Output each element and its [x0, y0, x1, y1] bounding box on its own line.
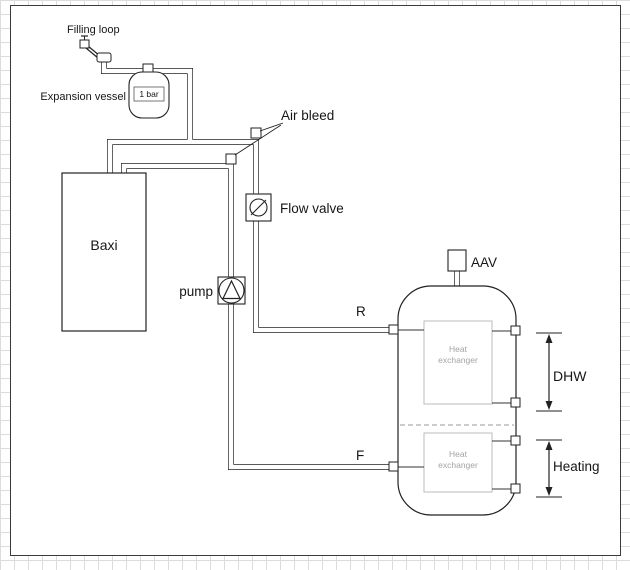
pipe-flow-core: [121, 163, 397, 470]
heating-annotation: Heating: [536, 439, 600, 498]
cylinder-internal-stubs: [398, 329, 513, 490]
pipe-return-core: [107, 139, 397, 333]
aav-label: AAV: [471, 255, 497, 270]
connection-dhw-top: [510, 325, 521, 336]
connection-heating-top: [510, 435, 521, 446]
aav-cap: [447, 249, 467, 272]
pump-label: pump: [179, 284, 213, 299]
heat-exchanger-lower: [423, 432, 493, 493]
connection-return: [388, 324, 399, 335]
dhw-arrowhead-down-icon: [545, 401, 553, 410]
expansion-vessel-nub: [142, 63, 154, 73]
pump-impeller-icon: [222, 279, 241, 300]
heat-exchanger-lower-label-1: Heat: [449, 449, 468, 459]
flow-valve-slash: [250, 199, 267, 216]
pressure-badge: [133, 86, 165, 102]
heat-exchanger-upper: [423, 320, 493, 405]
filling-loop-fitting: [96, 52, 112, 63]
air-bleed-vent-2: [225, 153, 237, 165]
cylinder-connections: [388, 324, 521, 494]
air-bleed-vent-1: [250, 127, 262, 139]
connection-flow: [388, 461, 399, 472]
flow-label: F: [356, 448, 364, 463]
heating-arrowhead-down-icon: [545, 487, 553, 496]
dhw-annotation: DHW: [536, 332, 587, 412]
filling-loop-label: Filling loop: [67, 24, 120, 36]
air-bleed-pointer-1: [259, 122, 284, 132]
boiler-body: [61, 172, 147, 332]
heat-exchanger-lower-label-2: exchanger: [438, 460, 478, 470]
heat-exchanger-upper-label-1: Heat: [449, 344, 468, 354]
filling-loop-hose-2: [85, 47, 99, 59]
air-bleed-assembly: Air bleed: [225, 108, 334, 165]
filling-loop-assembly: Filling loop: [67, 24, 120, 63]
heat-exchanger-upper-label-2: exchanger: [438, 355, 478, 365]
filling-loop-tap: [79, 39, 90, 49]
connection-heating-bottom: [510, 483, 521, 494]
dhw-label: DHW: [553, 368, 587, 384]
heating-arrowhead-up-icon: [545, 441, 553, 450]
flow-valve-assembly: Flow valve: [245, 193, 344, 222]
flow-valve-label: Flow valve: [280, 201, 344, 216]
boiler: Baxi: [61, 172, 147, 332]
heating-label: Heating: [553, 459, 600, 474]
boiler-label: Baxi: [90, 237, 117, 253]
dhw-arrowhead-up-icon: [545, 334, 553, 343]
expansion-vessel-assembly: 1 bar Expansion vessel: [40, 63, 170, 119]
connection-dhw-bottom: [510, 397, 521, 408]
return-label: R: [356, 304, 366, 319]
expansion-vessel-label: Expansion vessel: [40, 91, 126, 103]
air-bleed-pointer-2: [234, 124, 282, 156]
air-bleed-label: Air bleed: [281, 108, 334, 123]
pump-assembly: pump: [179, 276, 246, 305]
cylinder-assembly: Heat exchanger Heat exchanger: [388, 249, 521, 516]
pressure-label: 1 bar: [139, 89, 159, 99]
